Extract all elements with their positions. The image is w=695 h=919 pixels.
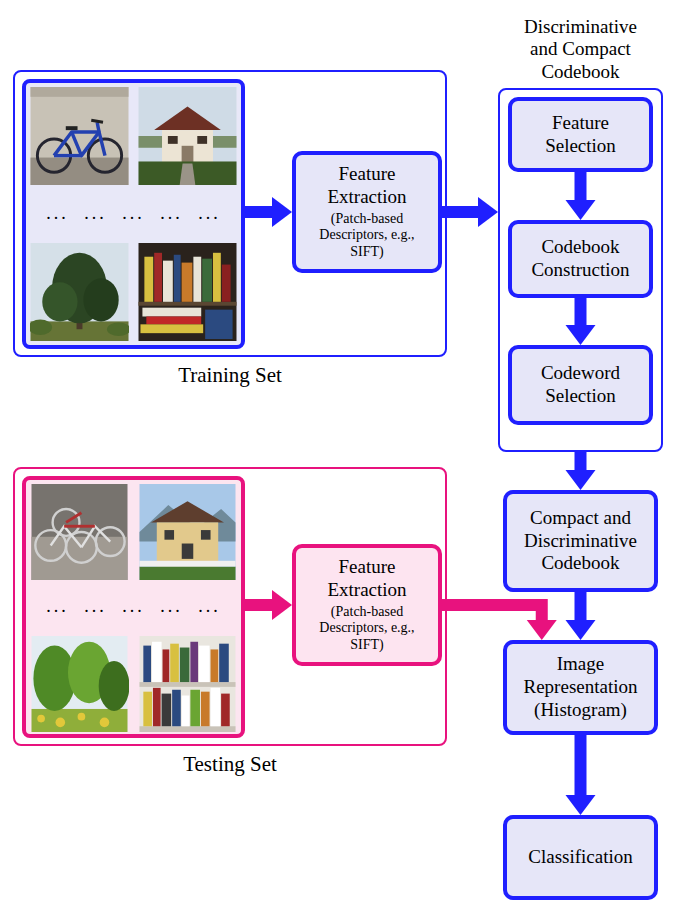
process-box: Feature Extraction(Patch-based Descripto… (292, 151, 442, 273)
group-frame: Testing Set... ... ... ... ...Feature Ex… (13, 467, 447, 746)
arrow-shaft (575, 592, 587, 622)
process-box: Codebook Construction (508, 220, 653, 298)
group-frame: Training Set... ... ... ... ...Feature E… (13, 70, 447, 357)
ellipsis-text: ... ... ... ... ... (46, 596, 221, 618)
process-box: Classification (503, 815, 658, 900)
box-label: Compact and Discriminative Codebook (513, 507, 648, 575)
image-grid: ... ... ... ... ... (22, 476, 245, 738)
photo (140, 484, 236, 580)
arrow-head (566, 620, 596, 640)
image-grid: ... ... ... ... ... (22, 79, 245, 349)
process-box: Feature Selection (508, 97, 653, 172)
grid-fill (22, 476, 245, 738)
arrow-head (478, 197, 498, 227)
group-heading: Discriminative and Compact Codebook (516, 16, 646, 84)
arrow-shaft (245, 599, 274, 611)
box-label: Image Representation (Histogram) (513, 653, 648, 721)
flow-arrow (245, 197, 292, 227)
process-box: Image Representation (Histogram) (503, 640, 658, 735)
box-note: (Patch-based Descriptors, e.g., SIFT) (319, 211, 415, 261)
photo (140, 636, 236, 732)
arrow-head (272, 590, 292, 620)
box-label: Codeword Selection (518, 362, 643, 408)
process-box: Codeword Selection (508, 345, 653, 425)
photo (31, 87, 129, 185)
photo (32, 484, 128, 580)
photo (139, 87, 237, 185)
box-label: Classification (528, 846, 632, 869)
flow-arrow (566, 298, 596, 345)
box-label: Feature Extraction (302, 163, 432, 209)
group-label: Training Set (178, 363, 282, 388)
flow-arrow (442, 197, 498, 227)
arrow-shaft (442, 206, 480, 218)
grid-fill (22, 79, 245, 349)
flow-arrow (245, 590, 292, 620)
box-note: (Patch-based Descriptors, e.g., SIFT) (319, 604, 415, 654)
arrow-shaft (245, 206, 274, 218)
arrow-head (566, 200, 596, 220)
arrow-head (272, 197, 292, 227)
flow-arrow (566, 592, 596, 640)
flow-arrow (566, 172, 596, 220)
arrow-head (566, 325, 596, 345)
flow-arrow (566, 735, 596, 815)
arrow-shaft (442, 605, 542, 622)
arrow-head (527, 620, 557, 640)
group-label: Testing Set (183, 752, 277, 777)
ellipsis-text: ... ... ... ... ... (46, 203, 221, 225)
arrow-shaft (575, 735, 587, 797)
arrow-head (566, 470, 596, 490)
flow-arrow (566, 452, 596, 490)
arrow-shaft (575, 298, 587, 327)
box-label: Feature Selection (518, 112, 643, 158)
photo (139, 243, 237, 341)
process-box: Feature Extraction(Patch-based Descripto… (292, 544, 442, 666)
flow-arrow (442, 605, 557, 640)
photo (32, 636, 130, 732)
box-label: Feature Extraction (302, 556, 432, 602)
group-frame: Discriminative and Compact CodebookFeatu… (498, 88, 663, 452)
process-box: Compact and Discriminative Codebook (503, 490, 658, 592)
box-label: Codebook Construction (518, 236, 643, 282)
arrow-head (566, 795, 596, 815)
arrow-shaft (575, 452, 587, 472)
arrow-shaft (575, 172, 587, 202)
photo (29, 243, 131, 341)
